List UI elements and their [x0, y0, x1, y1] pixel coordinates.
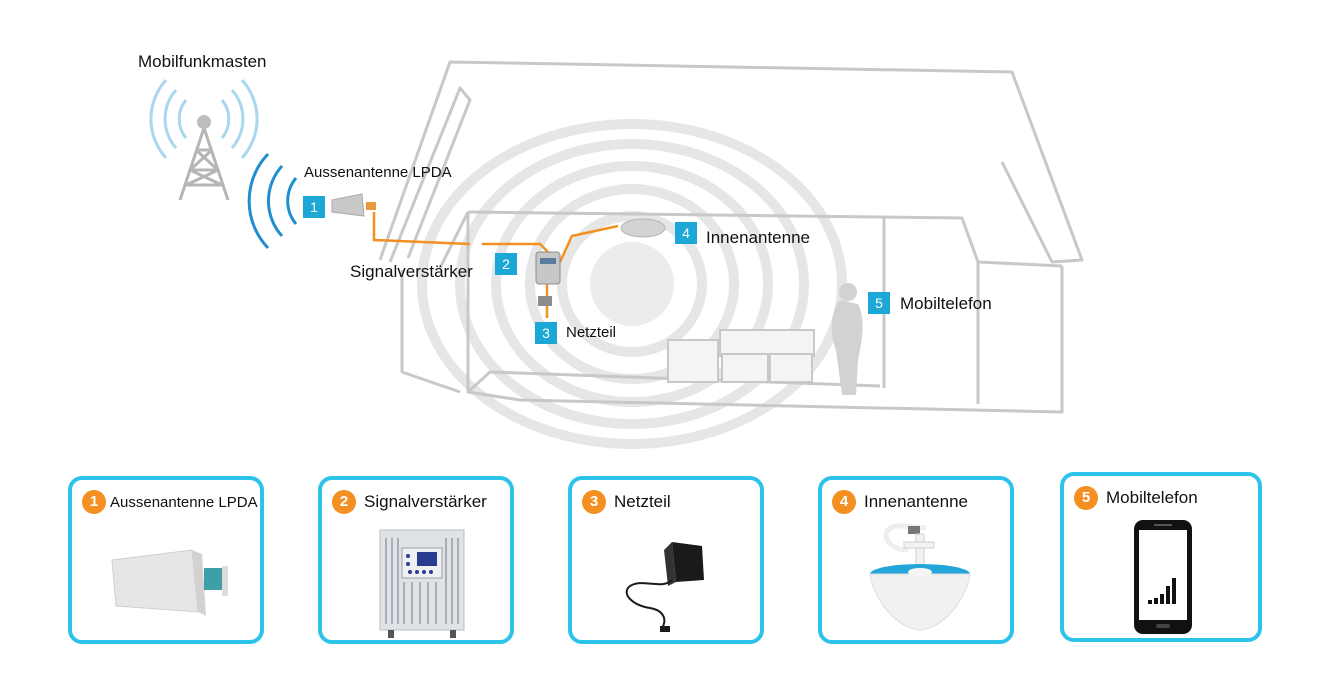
- card-number: 1: [82, 490, 106, 514]
- callout-label-power-supply: Netzteil: [566, 324, 617, 341]
- sofa: [667, 329, 815, 383]
- person-silhouette: [831, 283, 863, 395]
- indoor-antenna-icon: [869, 523, 971, 631]
- power-adapter-icon: [625, 542, 704, 632]
- product-card-phone: 5 Mobiltelefon: [1060, 472, 1262, 642]
- callout-badge-3: 3: [535, 322, 557, 344]
- card-number: 5: [1074, 486, 1098, 510]
- lpda-antenna-icon: [111, 549, 228, 616]
- product-card-power-supply: 3 Netzteil: [568, 476, 764, 644]
- product-card-indoor-antenna: 4 Innenantenne: [818, 476, 1014, 644]
- smartphone-icon: [1134, 520, 1192, 634]
- ceiling-antenna-icon: [620, 218, 666, 238]
- card-number: 3: [582, 490, 606, 514]
- product-card-booster: 2 Signalverstärker: [318, 476, 514, 644]
- card-title: Mobiltelefon: [1106, 488, 1198, 507]
- callout-badge-4: 4: [675, 222, 697, 244]
- house-outline: [378, 60, 1084, 414]
- signal-bars-icon: [1148, 578, 1176, 604]
- outdoor-antenna-waves: [247, 152, 298, 250]
- signal-booster-icon: [379, 529, 465, 638]
- card-title: Innenantenne: [864, 492, 968, 511]
- callout-label-outdoor-antenna: Aussenantenne LPDA: [304, 164, 452, 181]
- card-title: Signalverstärker: [364, 492, 487, 511]
- cell-tower-icon: [149, 78, 259, 201]
- callout-label-booster: Signalverstärker: [350, 262, 473, 281]
- callout-badge-2: 2: [495, 253, 517, 275]
- card-number: 4: [832, 490, 856, 514]
- callout-badge-1: 1: [303, 196, 325, 218]
- outdoor-antenna-icon: [331, 193, 376, 217]
- coax-cables: [372, 212, 619, 318]
- card-title: Aussenantenne LPDA: [110, 493, 258, 511]
- card-title: Netzteil: [614, 492, 671, 511]
- house-diagram: [149, 60, 1084, 449]
- callout-label-phone: Mobiltelefon: [900, 294, 992, 313]
- product-card-outdoor-antenna: 1 Aussenantenne LPDA: [68, 476, 264, 644]
- card-number: 2: [332, 490, 356, 514]
- callout-badge-5: 5: [868, 292, 890, 314]
- tower-label: Mobilfunkmasten: [138, 52, 267, 71]
- booster-device-icon: [535, 251, 561, 306]
- callout-label-indoor-antenna: Innenantenne: [706, 228, 810, 247]
